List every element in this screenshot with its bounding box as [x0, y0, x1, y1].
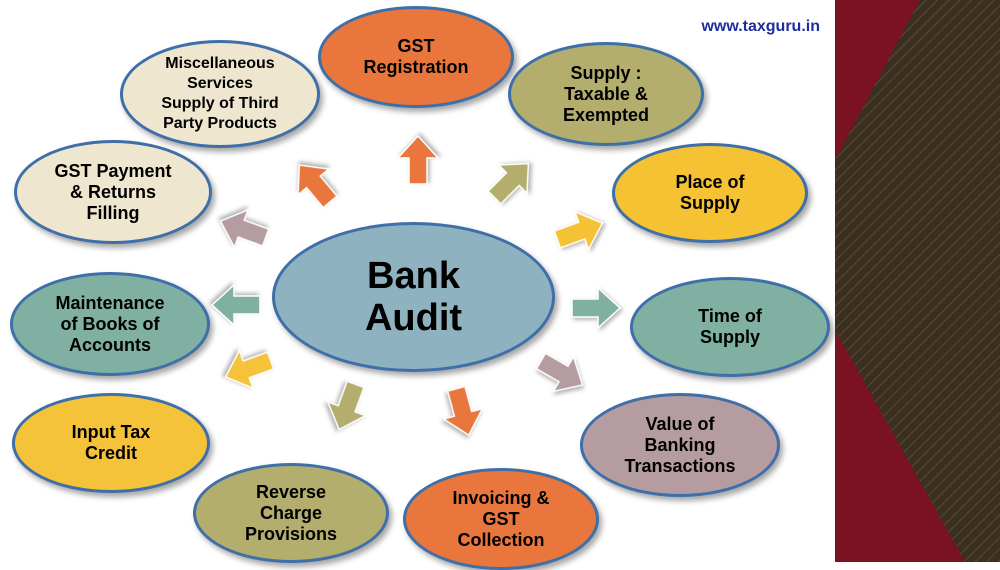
node-place-of-supply: Place of Supply	[612, 143, 808, 243]
arrow-place-of-supply	[553, 210, 604, 252]
node-label: Reverse Charge Provisions	[244, 481, 338, 544]
node-time-of-supply: Time of Supply	[630, 277, 830, 377]
node-label: Maintenance of Books of Accounts	[55, 292, 165, 355]
node-reverse-charge-provisions: Reverse Charge Provisions	[193, 463, 389, 563]
side-decoration	[835, 0, 1000, 562]
arrow-supply	[487, 162, 530, 205]
arrow-value-of-banking	[535, 352, 584, 393]
arrow-invoicing	[441, 385, 484, 437]
node-gst-registration: GST Registration	[318, 6, 514, 108]
node-label: Miscellaneous Services Supply of Third P…	[161, 55, 279, 132]
node-label: Supply : Taxable & Exempted	[562, 62, 650, 125]
node-invoicing-gst-collection: Invoicing & GST Collection	[403, 468, 599, 570]
node-label: Invoicing & GST Collection	[452, 487, 550, 550]
node-maintenance-of-books: Maintenance of Books of Accounts	[10, 272, 210, 376]
arrow-reverse-charge	[326, 380, 368, 431]
arrow-gst-payment	[219, 208, 270, 250]
node-miscellaneous-services: Miscellaneous Services Supply of Third P…	[120, 40, 320, 148]
node-gst-payment-returns: GST Payment & Returns Filling	[14, 140, 212, 244]
center-label: Bank Audit	[364, 255, 463, 339]
node-supply: Supply : Taxable & Exempted	[508, 42, 704, 146]
node-value-of-banking-transactions: Value of Banking Transactions	[580, 393, 780, 497]
arrow-miscellaneous	[297, 164, 339, 209]
node-label: Input Tax Credit	[71, 422, 151, 463]
node-label: GST Payment & Returns Filling	[54, 160, 172, 223]
node-input-tax-credit: Input Tax Credit	[12, 393, 210, 493]
node-label: GST Registration	[363, 36, 469, 77]
center-bank-audit: Bank Audit	[272, 222, 555, 372]
node-label: Time of Supply	[698, 306, 762, 347]
arrow-maintenance	[210, 283, 261, 327]
arrow-input-tax-credit	[224, 348, 275, 390]
arrow-time-of-supply	[571, 286, 622, 330]
watermark: www.taxguru.in	[701, 18, 820, 35]
arrow-gst-registration	[396, 134, 440, 185]
node-label: Value of Banking Transactions	[624, 413, 736, 476]
node-label: Place of Supply	[675, 172, 745, 213]
